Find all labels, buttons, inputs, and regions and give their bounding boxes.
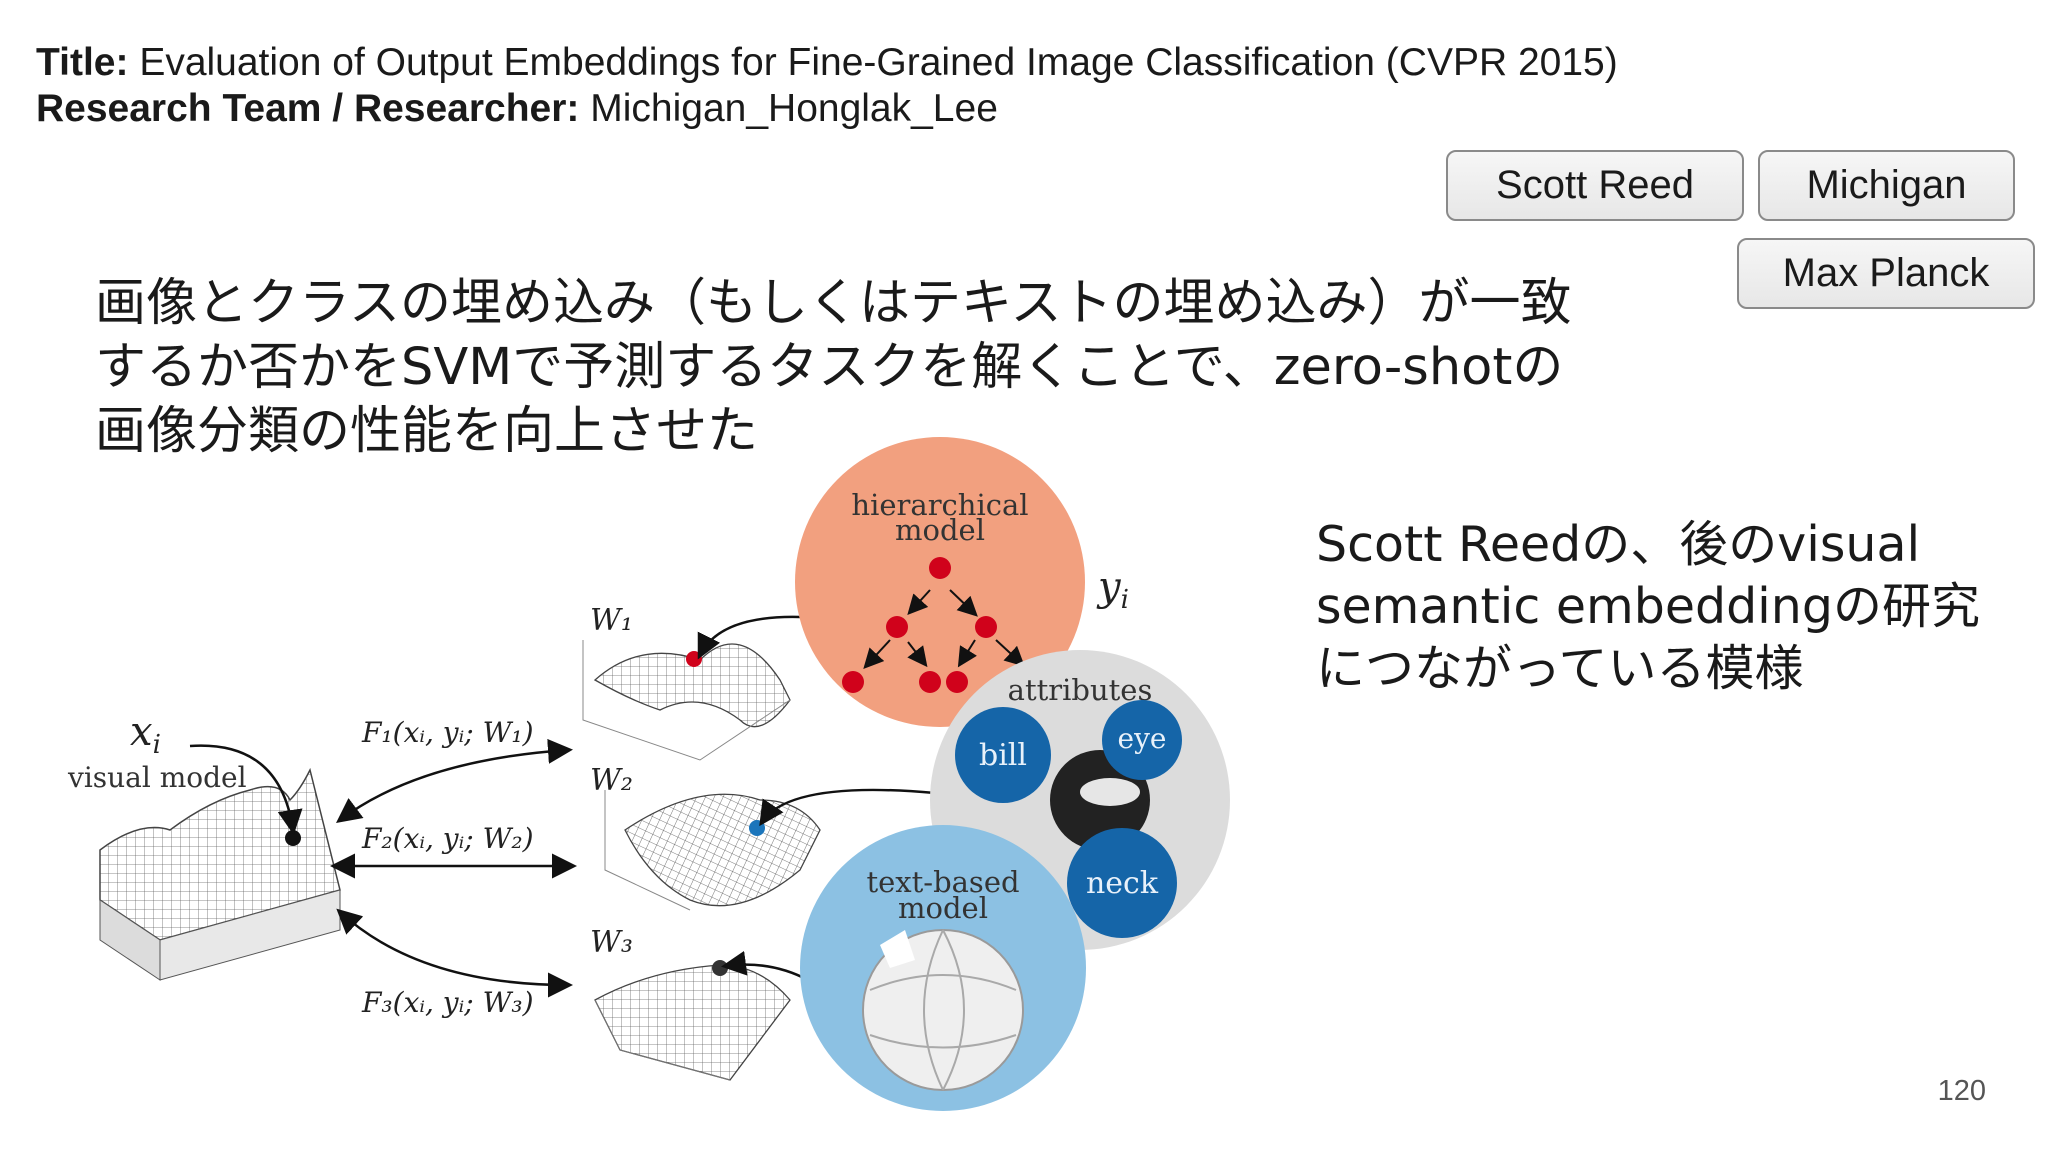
summary-line-3: 画像分類の性能を向上させた	[95, 402, 759, 461]
wikipedia-globe-icon	[862, 929, 1024, 1091]
hierarchical-label-2: model	[895, 513, 985, 547]
y-label: yi	[1096, 564, 1129, 615]
eye-label: eye	[1118, 722, 1167, 755]
team-line: Research Team / Researcher: Michigan_Hon…	[36, 86, 1618, 132]
eye-node	[1102, 700, 1182, 780]
tag-scott-reed[interactable]: Scott Reed	[1446, 150, 1744, 221]
side-note-line-1: Scott Reedの、後のvisual	[1316, 516, 1921, 573]
bill-node	[955, 707, 1051, 803]
summary-line-1: 画像とクラスの埋め込み（もしくはテキストの埋め込み）が一致	[95, 274, 1572, 333]
hierarchy-nodes	[842, 557, 997, 693]
w2-label: W₂	[590, 763, 633, 798]
f3-label: F₃(xᵢ, yᵢ; W₃)	[361, 986, 534, 1019]
neck-node	[1067, 828, 1177, 938]
neck-label: neck	[1086, 866, 1159, 901]
x-label: xi	[130, 709, 161, 760]
attributes-label: attributes	[1008, 673, 1153, 707]
w1-label: W₁	[590, 603, 633, 638]
title-label: Title:	[36, 41, 129, 84]
paper-title: Evaluation of Output Embeddings for Fine…	[139, 41, 1618, 84]
bird-head	[1080, 778, 1140, 806]
visual-model-label: visual model	[67, 761, 247, 794]
f1-label: F₁(xᵢ, yᵢ; W₁)	[361, 716, 534, 749]
visual-point	[285, 830, 301, 846]
text-based-label-2: model	[898, 891, 988, 925]
side-note-line-2: semantic embeddingの研究	[1316, 578, 1980, 635]
team-label: Research Team / Researcher:	[36, 87, 580, 130]
f2-label: F₂(xᵢ, yᵢ; W₂)	[361, 822, 534, 855]
hierarchy-tree	[863, 589, 1025, 669]
summary-line-2: するか否かをSVMで予測するタスクを解くことで、zero-shotの	[95, 338, 1564, 397]
side-note-line-3: につながっている模様	[1316, 640, 1804, 697]
tag-michigan[interactable]: Michigan	[1758, 150, 2015, 221]
tag-max-planck[interactable]: Max Planck	[1737, 238, 2035, 309]
hierarchical-label-1: hierarchical	[851, 488, 1028, 522]
w1-surface	[582, 640, 791, 761]
bill-label: bill	[979, 738, 1027, 773]
title-line: Title: Evaluation of Output Embeddings f…	[36, 40, 1618, 86]
team-name: Michigan_Honglak_Lee	[590, 87, 998, 130]
visual-model-surface	[99, 767, 341, 981]
page-number: 120	[1938, 1075, 1986, 1107]
w3-label: W₃	[590, 925, 633, 960]
w3-point	[712, 960, 728, 976]
text-based-label-1: text-based	[866, 865, 1019, 899]
w2-point	[749, 820, 765, 836]
w2-surface	[604, 790, 821, 911]
side-note: Scott Reedの、後のvisual semantic embeddingの…	[1316, 514, 1980, 700]
w3-surface	[594, 964, 791, 1081]
slide-header: Title: Evaluation of Output Embeddings f…	[36, 40, 1618, 132]
summary-text: 画像とクラスの埋め込み（もしくはテキストの埋め込み）が一致 するか否かをSVMで…	[95, 272, 1655, 464]
